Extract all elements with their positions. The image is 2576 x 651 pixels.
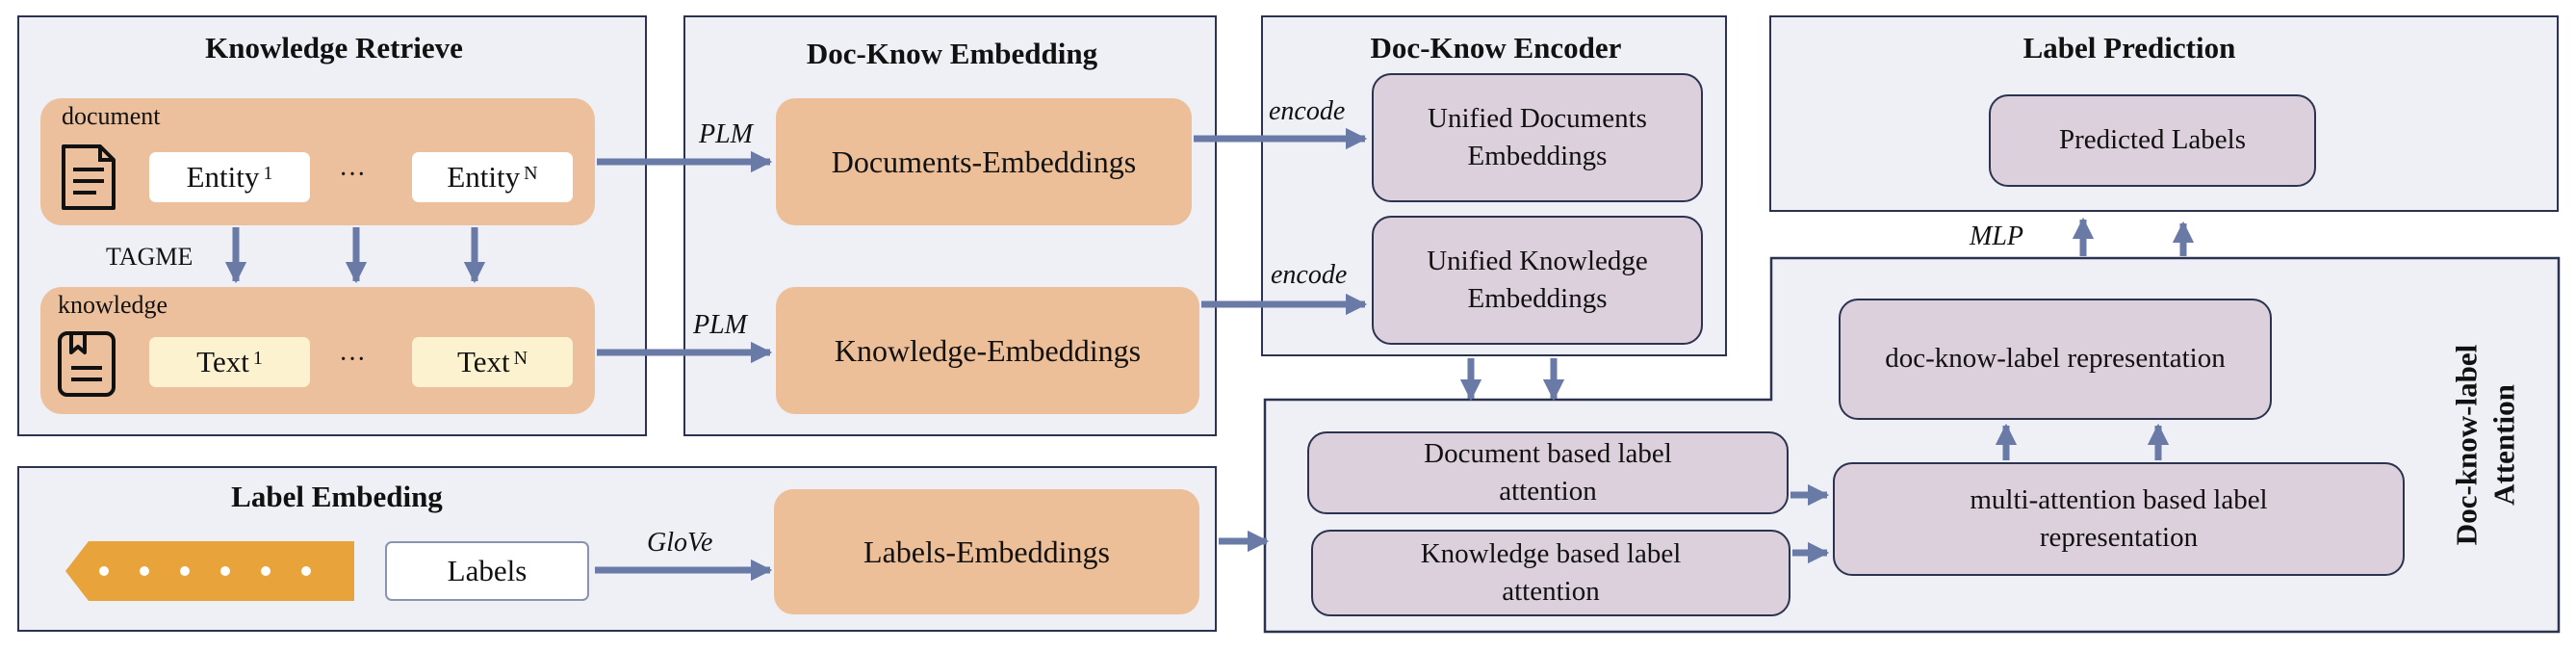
know-att-line2: attention [1502,576,1600,607]
know-att-line1: Knowledge based label [1420,537,1682,569]
unified-docs-line2: Embeddings [1467,141,1608,171]
label-prediction-title: Label Prediction [2022,31,2236,65]
doc-att-line1: Document based label [1424,437,1672,469]
encode-label-bottom: encode [1271,260,1348,290]
label-embedding-title: Label Embeding [231,480,443,513]
entity-n-sup: N [524,162,538,184]
doc-know-label-representation-box: doc-know-label representation [1839,299,2272,420]
knowledge-label-attention-box: Knowledge based label attention [1311,530,1790,616]
plm-label-bottom: PLM [693,310,747,340]
glove-label: GloVe [647,528,713,558]
bookmark-note-icon [56,329,117,404]
multi-line1: multi-attention based label [1970,483,2268,515]
text-1-sup: 1 [252,347,263,369]
doc-know-encoder-title: Doc-Know Encoder [1370,31,1622,65]
multi-line2: representation [2039,522,2199,553]
multi-attention-representation-box: multi-attention based label representatio… [1833,462,2405,576]
tags-icon [65,534,354,613]
entity-1-sup: 1 [263,162,273,184]
encode-label-top: encode [1269,96,1346,126]
documents-embeddings-box: Documents-Embeddings [776,98,1192,225]
knowledge-label: knowledge [58,291,168,319]
tagme-label: TAGME [106,243,193,271]
entity-dots: ··· [339,160,366,190]
unified-docs-line1: Unified Documents [1428,102,1647,134]
text-n-sup: N [513,347,528,369]
doc-att-line2: attention [1499,476,1597,507]
knowledge-retrieve-title: Knowledge Retrieve [205,31,463,65]
document-label-attention-box: Document based label attention [1307,431,1789,514]
entity-n-text: Entity [447,160,521,194]
text-n-text: Text [456,345,510,378]
document-label: document [62,102,161,130]
doc-know-embedding-title: Doc-Know Embedding [806,37,1098,70]
document-icon [58,143,119,217]
plm-label-top: PLM [699,119,753,149]
unified-know-line2: Embeddings [1467,283,1608,314]
labels-box: Labels [385,541,589,601]
labels-embeddings-box: Labels-Embeddings [774,489,1199,614]
mlp-label: MLP [1970,221,2023,251]
entity-1-text: Entity [186,160,260,194]
predicted-labels-box: Predicted Labels [1989,94,2316,187]
unified-know-line1: Unified Knowledge [1427,245,1648,276]
knowledge-embeddings-box: Knowledge-Embeddings [776,287,1199,414]
text-dots: ··· [339,345,366,375]
text-1-text: Text [196,345,249,378]
